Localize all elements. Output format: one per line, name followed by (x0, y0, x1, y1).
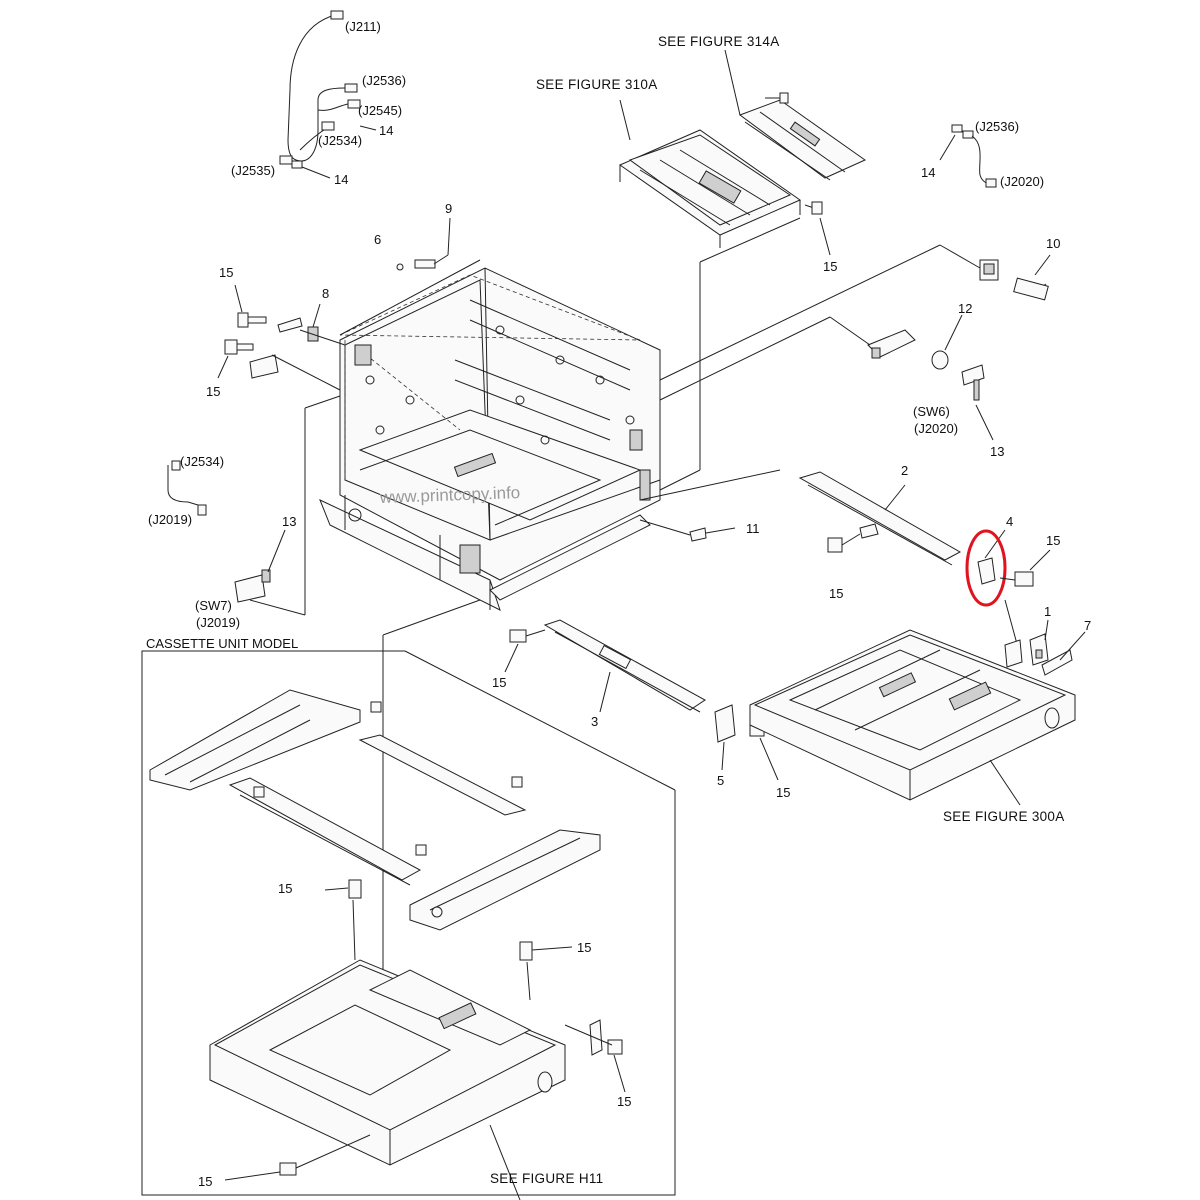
part-10 (979, 254, 1051, 301)
part-8 (277, 303, 321, 342)
callout-15-mid: 15 (492, 675, 506, 690)
callout-15-cassette-right: 15 (577, 940, 591, 955)
main-frame (319, 267, 661, 611)
watermark: www.printcopy.info (378, 483, 520, 507)
callout-15-left-lower: 15 (206, 384, 220, 399)
callout-14-a: 14 (379, 123, 393, 138)
ref-figure-314a: SEE FIGURE 314A (658, 34, 780, 49)
label-sw6: (SW6) (913, 404, 950, 419)
part-3-rail (504, 619, 706, 713)
label-j2535: (J2535) (231, 163, 275, 178)
callout-14-c: 14 (921, 165, 935, 180)
connector-labels: (J211) (J2536) (J2545) (J2534) (J2535) (… (148, 19, 1044, 630)
callout-15-cassette-left: 15 (278, 881, 292, 896)
screw-15-left-upper (234, 284, 267, 328)
callout-12: 12 (958, 301, 972, 316)
callout-11: 11 (746, 521, 760, 536)
cassette-unit-base (209, 879, 626, 1200)
highlight-circle-part-4 (965, 529, 1007, 607)
callout-8: 8 (322, 286, 329, 301)
label-j2545: (J2545) (358, 103, 402, 118)
callout-15-right: 15 (1046, 533, 1060, 548)
callout-15-cassette-bottom-right: 15 (617, 1094, 631, 1109)
label-j2020-sw6: (J2020) (914, 421, 958, 436)
part-12 (867, 314, 994, 441)
cassette-tray-right (749, 629, 1076, 806)
wire-harness-top-right (939, 124, 997, 188)
ref-figure-310a: SEE FIGURE 310A (536, 77, 658, 92)
callout-15-left-upper: 15 (219, 265, 233, 280)
label-j2536-top: (J2536) (362, 73, 406, 88)
label-j211: (J211) (345, 19, 381, 34)
label-j2536-right: (J2536) (975, 119, 1019, 134)
label-j2019-sw7: (J2019) (196, 615, 240, 630)
callout-9: 9 (445, 201, 452, 216)
cassette-unit-model-box (141, 650, 676, 1196)
sub-assembly-310a (618, 99, 802, 248)
label-j2020-right: (J2020) (1000, 174, 1044, 189)
part-9 (414, 217, 451, 269)
part-11 (639, 519, 736, 542)
screw-15-right (999, 549, 1051, 587)
callout-7: 7 (1084, 618, 1091, 633)
callout-numbers: 14 14 14 9 6 15 10 15 8 12 15 13 2 13 4 … (198, 123, 1091, 1189)
callout-15-top-right: 15 (823, 259, 837, 274)
cassette-unit-model-title: CASSETTE UNIT MODEL (146, 636, 298, 651)
cable-j2534-j2019 (167, 460, 207, 516)
part-6 (396, 263, 404, 271)
callout-10: 10 (1046, 236, 1060, 251)
part-2-rail (798, 471, 962, 566)
parts-1-7 (1004, 619, 1086, 676)
callout-14-b: 14 (334, 172, 348, 187)
label-sw7: (SW7) (195, 598, 232, 613)
cassette-unit-upper-parts (149, 689, 601, 931)
callout-2: 2 (901, 463, 908, 478)
callout-15-rail: 15 (829, 586, 843, 601)
part-4 (977, 529, 1006, 585)
callout-6: 6 (374, 232, 381, 247)
label-j2019-left: (J2019) (148, 512, 192, 527)
cassette-screws (253, 701, 523, 856)
ref-figure-h11: SEE FIGURE H11 (490, 1171, 603, 1186)
callout-15-bracket: 15 (776, 785, 790, 800)
label-j2534-left: (J2534) (180, 454, 224, 469)
frame-holes (348, 325, 635, 522)
callout-3: 3 (591, 714, 598, 729)
wire-harness-top-left (279, 10, 377, 179)
ref-figure-300a: SEE FIGURE 300A (943, 809, 1065, 824)
callout-15-cassette-bottom-left: 15 (198, 1174, 212, 1189)
switch-sw7 (234, 395, 341, 616)
callout-4: 4 (1006, 514, 1013, 529)
callout-13-left: 13 (282, 514, 296, 529)
reference-labels: SEE FIGURE 314A SEE FIGURE 310A SEE FIGU… (146, 34, 1065, 1186)
callout-1: 1 (1044, 604, 1051, 619)
callout-5: 5 (717, 773, 724, 788)
label-j2534-top: (J2534) (318, 133, 362, 148)
screw-15-left-lower (217, 339, 279, 379)
sub-assembly-314a (724, 49, 867, 256)
callout-13-right: 13 (990, 444, 1004, 459)
